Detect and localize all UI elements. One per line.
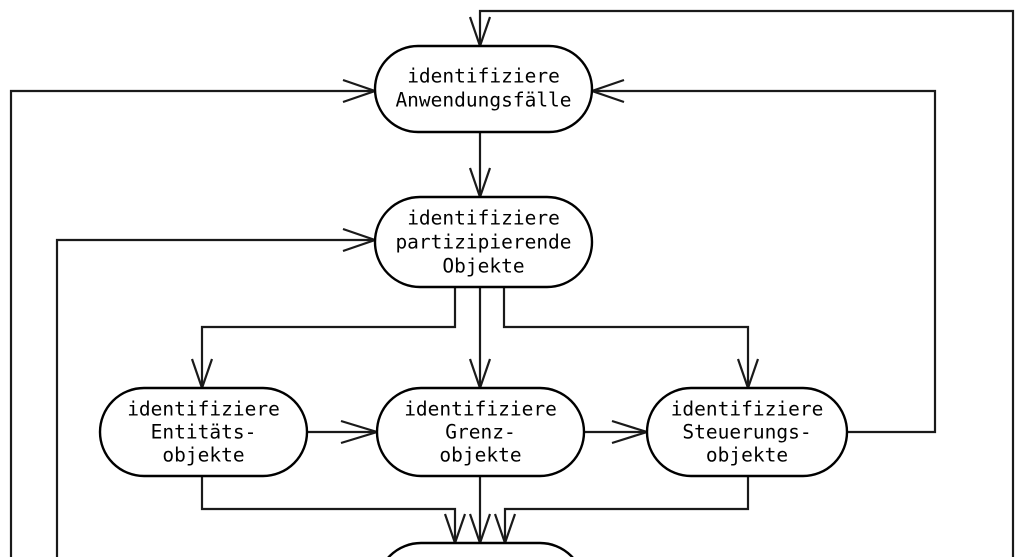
node-partizipierende-objekte-line2: partizipierende: [395, 231, 571, 254]
node-partizipierende-objekte-shape[interactable]: [373, 195, 594, 289]
node-anwendungsfaelle-shape[interactable]: [373, 44, 594, 134]
node-partizipierende-objekte[interactable]: identifiziere partizipierende Objekte: [373, 195, 594, 289]
node-anwendungsfaelle-line1: identifiziere: [407, 65, 560, 88]
edge-left-outer-bus-into-anwendungsfaelle: [9, 89, 373, 557]
node-bottom-partial[interactable]: [377, 541, 584, 557]
node-grenzobjekte-shape[interactable]: [375, 386, 586, 478]
node-anwendungsfaelle-line2: Anwendungsfälle: [395, 89, 571, 112]
edge-top-loop-into-anwendungsfaelle: [478, 9, 1015, 557]
node-entitaetsobjekte[interactable]: identifiziere Entitäts- objekte: [98, 386, 309, 478]
node-steuerungsobjekte-line2: Steuerungs-: [682, 421, 811, 444]
node-entitaetsobjekte-line2: Entitäts-: [151, 421, 257, 444]
node-entitaetsobjekte-shape[interactable]: [98, 386, 309, 478]
edge-partizipierende-to-steuerungs: [502, 287, 750, 386]
edge-layer: [9, 9, 1015, 557]
node-partizipierende-objekte-line1: identifiziere: [407, 207, 560, 230]
node-steuerungsobjekte[interactable]: identifiziere Steuerungs- objekte: [645, 386, 849, 478]
node-steuerungsobjekte-line1: identifiziere: [671, 398, 824, 421]
edge-steuerungs-to-bottom: [503, 476, 750, 541]
node-layer: identifiziere Anwendungsfälle identifizi…: [98, 44, 849, 557]
edge-partizipierende-to-entitaets: [200, 287, 457, 386]
node-bottom-partial-shape[interactable]: [377, 541, 584, 557]
edge-entitaets-to-bottom: [200, 476, 457, 541]
node-grenzobjekte-line3: objekte: [439, 444, 521, 467]
node-entitaetsobjekte-line1: identifiziere: [127, 398, 280, 421]
node-partizipierende-objekte-line3: Objekte: [442, 255, 524, 278]
node-grenzobjekte-line2: Grenz-: [445, 421, 515, 444]
node-steuerungsobjekte-line3: objekte: [706, 444, 788, 467]
edge-steuerungs-to-anwendungsfaelle: [594, 89, 937, 434]
node-anwendungsfaelle[interactable]: identifiziere Anwendungsfälle: [373, 44, 594, 134]
node-grenzobjekte-line1: identifiziere: [404, 398, 557, 421]
node-entitaetsobjekte-line3: objekte: [162, 444, 244, 467]
edge-left-inner-bus-into-partizipierende: [55, 238, 373, 557]
node-grenzobjekte[interactable]: identifiziere Grenz- objekte: [375, 386, 586, 478]
node-steuerungsobjekte-shape[interactable]: [645, 386, 849, 478]
